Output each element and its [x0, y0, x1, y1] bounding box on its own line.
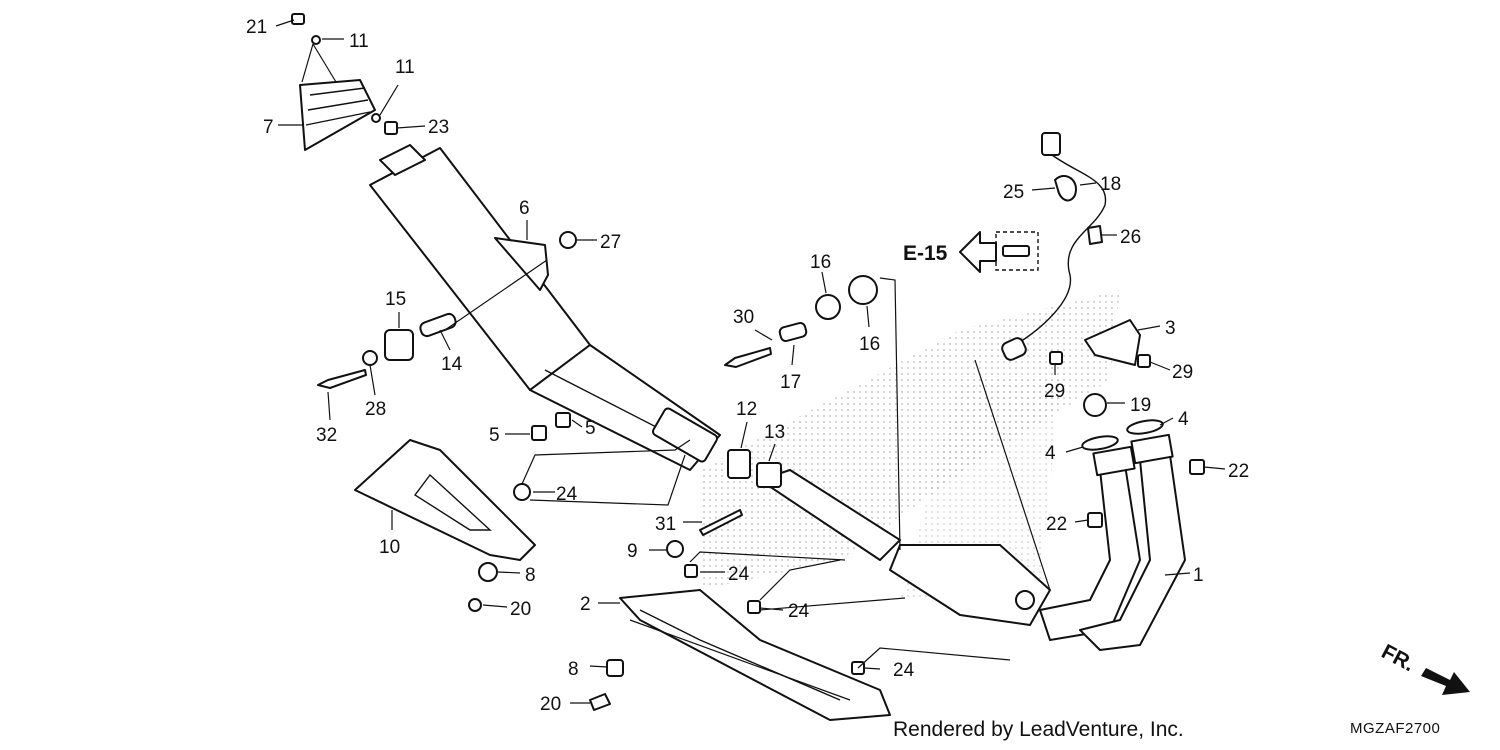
- callout-21[interactable]: 21: [246, 17, 267, 38]
- nut-24b[interactable]: [684, 564, 698, 578]
- callout-24[interactable]: 24: [893, 660, 915, 681]
- grommet-8b[interactable]: [606, 659, 624, 677]
- callout-17[interactable]: 17: [780, 372, 801, 393]
- callout-28[interactable]: 28: [365, 399, 386, 420]
- callout-22[interactable]: 22: [1228, 461, 1249, 482]
- grommet-24a[interactable]: [513, 483, 531, 501]
- clip-26[interactable]: [1087, 225, 1103, 245]
- collar-15[interactable]: [384, 329, 414, 361]
- callout-13[interactable]: 13: [764, 422, 785, 443]
- callout-numbers: 21 11 11 7 23 6 27 15 14 28 32 5 5 24 10…: [246, 17, 1249, 715]
- callout-24[interactable]: 24: [728, 564, 750, 585]
- callout-20[interactable]: 20: [510, 599, 531, 620]
- callout-29[interactable]: 29: [1044, 381, 1065, 402]
- callout-10[interactable]: 10: [379, 537, 400, 558]
- front-arrow-icon: [1421, 668, 1470, 695]
- callout-4[interactable]: 4: [1045, 443, 1056, 464]
- nut-22a[interactable]: [1189, 459, 1205, 475]
- nut-24c[interactable]: [747, 600, 761, 614]
- end-cap-part[interactable]: [299, 79, 376, 151]
- ref-arrow: [959, 231, 997, 273]
- callout-26[interactable]: 26: [1120, 227, 1141, 248]
- callout-15[interactable]: 15: [385, 289, 406, 310]
- gasket-13[interactable]: [756, 462, 782, 488]
- nut-5b[interactable]: [555, 412, 571, 428]
- screw-20a[interactable]: [468, 598, 482, 612]
- callout-16[interactable]: 16: [810, 252, 831, 273]
- gasket-4b[interactable]: [1126, 418, 1164, 436]
- callout-32[interactable]: 32: [316, 425, 337, 446]
- callout-29[interactable]: 29: [1172, 362, 1193, 383]
- callout-23[interactable]: 23: [428, 117, 449, 138]
- callout-20[interactable]: 20: [540, 694, 561, 715]
- callout-11[interactable]: 11: [349, 31, 369, 52]
- callout-30[interactable]: 30: [733, 307, 754, 328]
- nut-23[interactable]: [384, 121, 398, 135]
- collar-17[interactable]: [778, 321, 808, 343]
- rubber-16a[interactable]: [815, 294, 841, 320]
- callout-7[interactable]: 7: [263, 117, 274, 138]
- callout-14[interactable]: 14: [441, 354, 463, 375]
- joint-12[interactable]: [727, 449, 751, 479]
- bracket-3[interactable]: [1084, 319, 1141, 366]
- o2-sensor-part[interactable]: [1000, 132, 1107, 362]
- callout-22[interactable]: 22: [1046, 514, 1067, 535]
- bolt-32[interactable]: [317, 369, 367, 389]
- callout-8[interactable]: 8: [568, 659, 579, 680]
- callout-18[interactable]: 18: [1100, 174, 1121, 195]
- stipple-region: [700, 290, 1120, 590]
- callout-16[interactable]: 16: [859, 334, 880, 355]
- washer-11b[interactable]: [371, 113, 381, 123]
- callout-6[interactable]: 6: [519, 198, 530, 219]
- callout-4[interactable]: 4: [1178, 409, 1189, 430]
- diagram-code: MGZAF2700: [1350, 720, 1441, 737]
- exhaust-pipe-part[interactable]: [759, 433, 1186, 651]
- front-marker-label: FR.: [1378, 640, 1419, 676]
- callout-5[interactable]: 5: [489, 425, 500, 446]
- callout-24[interactable]: 24: [788, 601, 810, 622]
- nut-22b[interactable]: [1087, 512, 1103, 528]
- washer-11a[interactable]: [311, 35, 321, 45]
- bracket-e15[interactable]: [1002, 245, 1030, 257]
- bolt-29b[interactable]: [1137, 354, 1151, 368]
- render-credit: Rendered by LeadVenture, Inc.: [893, 718, 1184, 741]
- callout-1[interactable]: 1: [1193, 565, 1204, 586]
- callout-24[interactable]: 24: [556, 484, 578, 505]
- rubber-16b[interactable]: [848, 275, 878, 305]
- callout-11[interactable]: 11: [395, 57, 415, 78]
- clamp-25[interactable]: [1054, 175, 1077, 202]
- muffler-part[interactable]: [369, 144, 721, 471]
- callout-31[interactable]: 31: [655, 514, 676, 535]
- nut-5a[interactable]: [531, 425, 547, 441]
- nut-19[interactable]: [1083, 393, 1107, 417]
- callout-9[interactable]: 9: [627, 541, 638, 562]
- washer-28[interactable]: [362, 350, 378, 366]
- callout-3[interactable]: 3: [1165, 318, 1176, 339]
- bolt-21[interactable]: [291, 13, 305, 25]
- screw-20b[interactable]: [589, 693, 611, 711]
- grommet-8a[interactable]: [478, 562, 498, 582]
- callout-25[interactable]: 25: [1003, 182, 1024, 203]
- callout-8[interactable]: 8: [525, 565, 536, 586]
- bolt-30[interactable]: [724, 347, 772, 368]
- gasket-4a[interactable]: [1081, 434, 1119, 452]
- nut-9[interactable]: [666, 540, 684, 558]
- callout-19[interactable]: 19: [1130, 395, 1151, 416]
- callout-27[interactable]: 27: [600, 232, 621, 253]
- bolt-29a[interactable]: [1049, 351, 1063, 365]
- leader-lines: [275, 19, 1226, 704]
- nut-27[interactable]: [559, 231, 577, 249]
- callout-12[interactable]: 12: [736, 399, 757, 420]
- callout-5[interactable]: 5: [585, 418, 596, 439]
- ref-section-label: E-15: [903, 242, 948, 265]
- bolt-31[interactable]: [699, 509, 743, 536]
- heat-shield-10[interactable]: [354, 439, 536, 561]
- callout-2[interactable]: 2: [580, 594, 591, 615]
